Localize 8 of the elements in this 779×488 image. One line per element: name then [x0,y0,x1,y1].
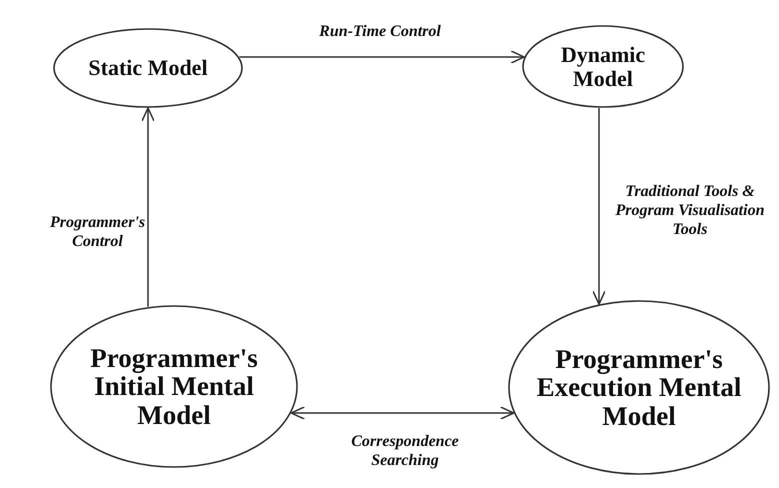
arrow [239,50,525,64]
node-label: Dynamic Model [560,43,646,90]
arrow [141,107,155,307]
node-label: Programmer's Execution Mental Model [536,344,742,430]
arrow [592,108,606,305]
arrow [290,406,514,420]
node-label: Static Model [88,56,208,80]
node-label: Programmer's Initial Mental Model [89,344,259,430]
